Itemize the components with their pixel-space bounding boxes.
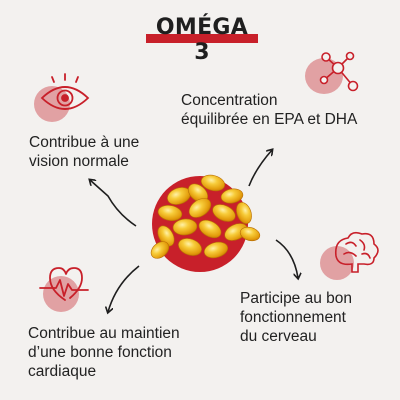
benefit-brain: Participe au bon fonctionnement du cerve… [240, 289, 352, 346]
benefit-heart: Contribue au maintien d’une bonne foncti… [28, 324, 180, 381]
benefit-brain-line2: fonctionnement [240, 309, 346, 326]
benefit-vision-line1: Contribue à une [29, 134, 140, 151]
omega3-capsules [150, 174, 261, 259]
benefit-vision: Contribue à une vision normale [29, 133, 139, 171]
title-block: OMÉGA 3 [146, 14, 258, 65]
arrow-to-vision [90, 180, 137, 227]
benefit-brain-line3: du cerveau [240, 328, 317, 345]
benefit-epa-dha: Concentration équilibrée en EPA et DHA [181, 91, 357, 129]
benefit-heart-line3: cardiaque [28, 363, 97, 380]
arrow-to-heart [108, 265, 140, 312]
benefit-heart-line2: d’une bonne fonction [28, 344, 172, 361]
benefit-brain-line1: Participe au bon [240, 290, 353, 307]
brain-icon-blob [320, 246, 354, 280]
title-underline-bar [146, 34, 258, 43]
benefit-heart-line1: Contribue au maintien [28, 325, 180, 342]
page-title: OMÉGA 3 [155, 15, 249, 65]
benefit-epa-dha-line2: équilibrée en EPA et DHA [181, 111, 358, 128]
benefit-vision-line2: vision normale [29, 153, 129, 170]
molecule-icon-blob [305, 58, 343, 94]
center-red-circle [152, 176, 248, 272]
benefit-epa-dha-line1: Concentration [181, 92, 278, 109]
arrow-to-brain [275, 239, 298, 278]
heart-icon-blob [43, 276, 79, 312]
eye-icon-blob [34, 86, 70, 122]
arrow-to-epa-dha [248, 150, 272, 187]
